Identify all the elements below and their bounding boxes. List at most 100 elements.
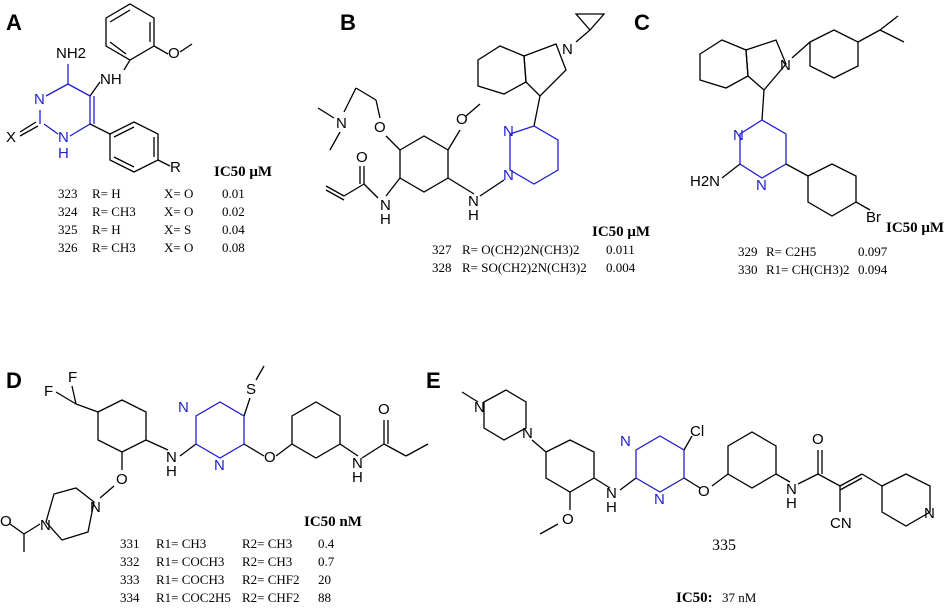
panel-d-n2: N [352,455,363,472]
panel-e-o-bridge: O [698,483,710,500]
panel-e-ic50-label: IC50: [676,590,713,606]
panel-a-n2-atom: N [58,129,69,146]
panel-a-h-atom: H [58,145,69,162]
panel-d-h1: H [166,463,177,480]
table-cell-x: X= O [164,204,193,219]
table-cell-value: 0.004 [606,260,636,275]
table-cell-x: X= O [164,186,193,201]
panel-c-pyr-n2: N [756,177,767,194]
table-cell-id: 334 [120,590,140,605]
panel-d-f2: F [68,369,77,386]
table-cell-id: 333 [120,572,140,587]
panel-d-piperazine [45,487,95,541]
table-cell-x: X= O [164,240,193,255]
table-cell-value: 88 [318,590,331,605]
panel-a-nh2-label: NH2 [56,45,86,62]
panel-e-compound-number: 335 [712,537,736,554]
panel-d-aniline-ring [97,399,147,453]
panel-d: D F F N H O N N O N N S O N H [0,365,429,605]
panel-d-npip1: N [90,499,101,516]
table-cell-r: R= H [92,186,121,201]
panel-b-pyr-n2: N [503,123,514,140]
panel-e-npip1: N [474,399,485,416]
table-cell-value: 0.097 [858,244,888,259]
table-cell-id: 324 [58,204,78,219]
table-cell-value: 0.08 [222,240,245,255]
panel-d-pyr-n2: N [214,457,225,474]
panel-e-aniline-ring [545,439,595,493]
panel-b-indole-benzene [477,45,527,95]
panel-c-indole-benzene [699,39,749,89]
table-cell-r: R1= CH(CH3)2 [766,262,850,277]
table-cell-r: R= C2H5 [766,244,816,259]
panel-e-n1: N [606,485,617,502]
table-cell-r1: R1= COCH3 [156,572,224,587]
table-cell-value: 0.02 [222,204,245,219]
panel-b-amide-o: O [356,149,368,166]
table-cell-value: 0.4 [318,536,335,551]
panel-d-letter: D [6,368,22,393]
table-cell-r: R= CH3 [92,204,136,219]
panel-c-pyr-n1: N [733,127,744,144]
panel-a-methoxyphenyl-ring [105,3,155,61]
panel-c-benzyl-ring [809,29,859,79]
panel-d-pyrimidine [195,401,245,459]
panel-c-letter: C [634,10,650,35]
table-cell-r2: R2= CH3 [242,536,292,551]
panel-e-o-methoxy: O [562,511,574,528]
panel-e-amide-o: O [812,431,824,448]
table-cell-r: R= O(CH2)2N(CH3)2 [462,242,579,257]
panel-d-f1: F [44,383,53,400]
panel-b-nh1-h: H [380,211,391,228]
table-cell-id: 332 [120,554,140,569]
panel-e-pyr-n2: N [654,491,665,508]
panel-c-br: Br [866,209,881,226]
panel-d-ic50-header: IC50 nM [304,514,362,530]
panel-e: E N N O N H N N Cl O N H O CN [426,368,935,606]
table-cell-r2: R2= CHF2 [242,572,300,587]
panel-b-o2: O [456,111,468,128]
panel-a-r-atom: R [170,159,181,176]
table-cell-r2: R2= CHF2 [242,590,300,605]
table-cell-value: 0.04 [222,222,245,237]
panel-d-o-acetyl: O [0,513,12,530]
panel-b-nh1-n: N [380,197,391,214]
panel-c-bromophenyl [807,163,857,217]
panel-d-o-ether: O [116,471,128,488]
panel-d-o-bridge: O [264,449,276,466]
table-cell-r1: R1= CH3 [156,536,206,551]
panel-b-indole-pyrrole [523,43,567,97]
panel-e-n-pyr: N [924,505,935,522]
table-cell-x: X= S [164,222,191,237]
panel-e-cl: Cl [690,423,704,440]
table-cell-value: 0.01 [222,186,245,201]
panel-d-s: S [246,381,256,398]
panel-b-indole-n: N [562,41,573,58]
panel-e-pyridine [881,473,931,527]
panel-a-x-atom: X [6,129,16,146]
panel-e-letter: E [426,368,441,393]
table-cell-r2: R2= CH3 [242,554,292,569]
table-cell-value: 0.094 [858,262,888,277]
panel-d-amide-o: O [378,401,390,418]
panel-e-n2: N [786,481,797,498]
table-cell-id: 331 [120,536,140,551]
panel-a-phenyl-ring [109,121,159,173]
panel-b: B N N N N H O O N N H O [317,10,650,275]
panel-b-dma-n: N [336,115,347,132]
panel-b-cyclopropyl [574,13,606,31]
panel-e-h1: H [606,499,617,516]
panel-b-nh2-h: H [468,207,479,224]
panel-e-phenyl-ring [727,431,777,489]
panel-a-nh-label: NH [100,71,122,88]
panel-b-letter: B [340,10,356,35]
table-cell-value: 20 [318,572,331,587]
panel-e-h2: H [786,495,797,512]
panel-d-pyr-n1: N [178,399,189,416]
panel-d-n1: N [166,449,177,466]
panel-b-nh2-n: N [468,193,479,210]
